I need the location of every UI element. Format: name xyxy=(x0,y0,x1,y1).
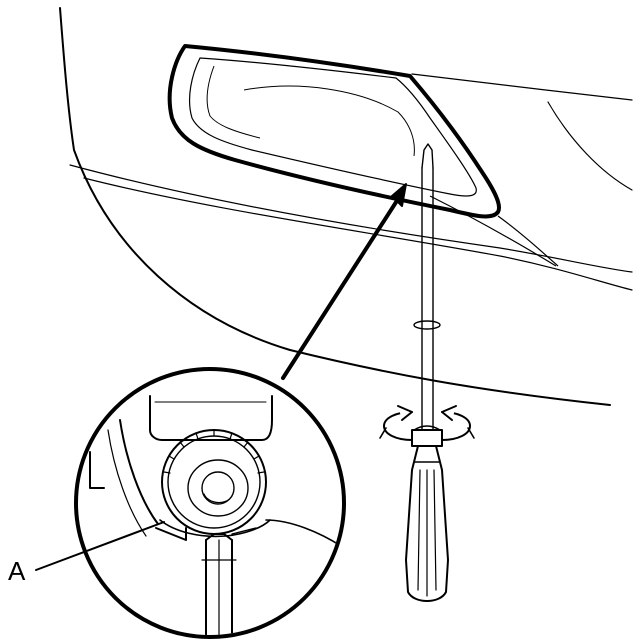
fog-light-opening xyxy=(167,44,559,267)
rotation-arrows-icon xyxy=(379,405,475,441)
callout-label-a: A xyxy=(8,556,26,586)
detail-magnifier xyxy=(74,367,346,639)
bumper-body xyxy=(59,7,633,406)
screwdriver-icon xyxy=(405,445,449,602)
leader-arrow xyxy=(281,183,407,380)
callout-a: A xyxy=(8,521,165,586)
